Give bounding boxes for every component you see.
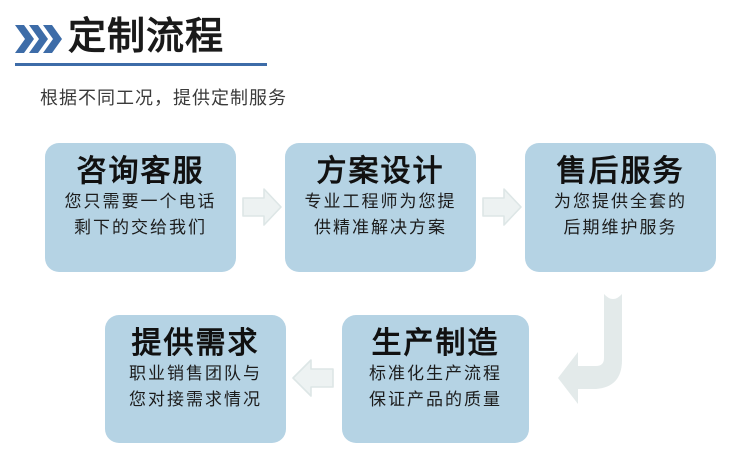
flow-card-title: 生产制造 — [371, 327, 500, 360]
flow-card-desc-line1: 专业工程师为您提 — [304, 192, 457, 211]
flow-card-desc-line2: 保证产品的质量 — [369, 390, 502, 409]
arrow-left-icon — [290, 355, 336, 401]
triple-chevron-right-icon — [14, 22, 62, 56]
bent-arrow-down-left-icon — [556, 292, 648, 422]
flow-card-title: 方案设计 — [316, 155, 445, 188]
flow-card-produce[interactable]: 生产制造 标准化生产流程 保证产品的质量 — [342, 315, 529, 443]
flow-card-desc-line2: 供精准解决方案 — [314, 218, 447, 237]
flow-card-desc-line1: 为您提供全套的 — [554, 192, 687, 211]
flow-card-title: 咨询客服 — [76, 155, 205, 188]
page-title: 定制流程 — [68, 16, 225, 58]
flow-card-title: 提供需求 — [131, 327, 260, 360]
flow-card-consult[interactable]: 咨询客服 您只需要一个电话 剩下的交给我们 — [45, 143, 236, 272]
flow-card-after-sales[interactable]: 售后服务 为您提供全套的 后期维护服务 — [525, 143, 716, 272]
flow-card-desc-line1: 职业销售团队与 — [129, 364, 262, 383]
flow-card-design[interactable]: 方案设计 专业工程师为您提 供精准解决方案 — [285, 143, 476, 272]
flow-card-desc-line1: 标准化生产流程 — [369, 364, 502, 383]
flow-card-desc-line2: 剩下的交给我们 — [74, 218, 207, 237]
flow-card-demand[interactable]: 提供需求 职业销售团队与 您对接需求情况 — [105, 315, 286, 443]
arrow-right-icon — [480, 185, 524, 229]
page-subtitle: 根据不同工况，提供定制服务 — [40, 88, 287, 108]
flow-card-desc-line2: 您对接需求情况 — [129, 390, 262, 409]
flow-card-desc-line1: 您只需要一个电话 — [64, 192, 217, 211]
page-header: 定制流程 根据不同工况，提供定制服务 — [0, 0, 750, 130]
flow-card-title: 售后服务 — [556, 155, 685, 188]
title-underline-divider — [15, 63, 267, 66]
flow-card-desc-line2: 后期维护服务 — [563, 218, 678, 237]
arrow-right-icon — [240, 185, 284, 229]
